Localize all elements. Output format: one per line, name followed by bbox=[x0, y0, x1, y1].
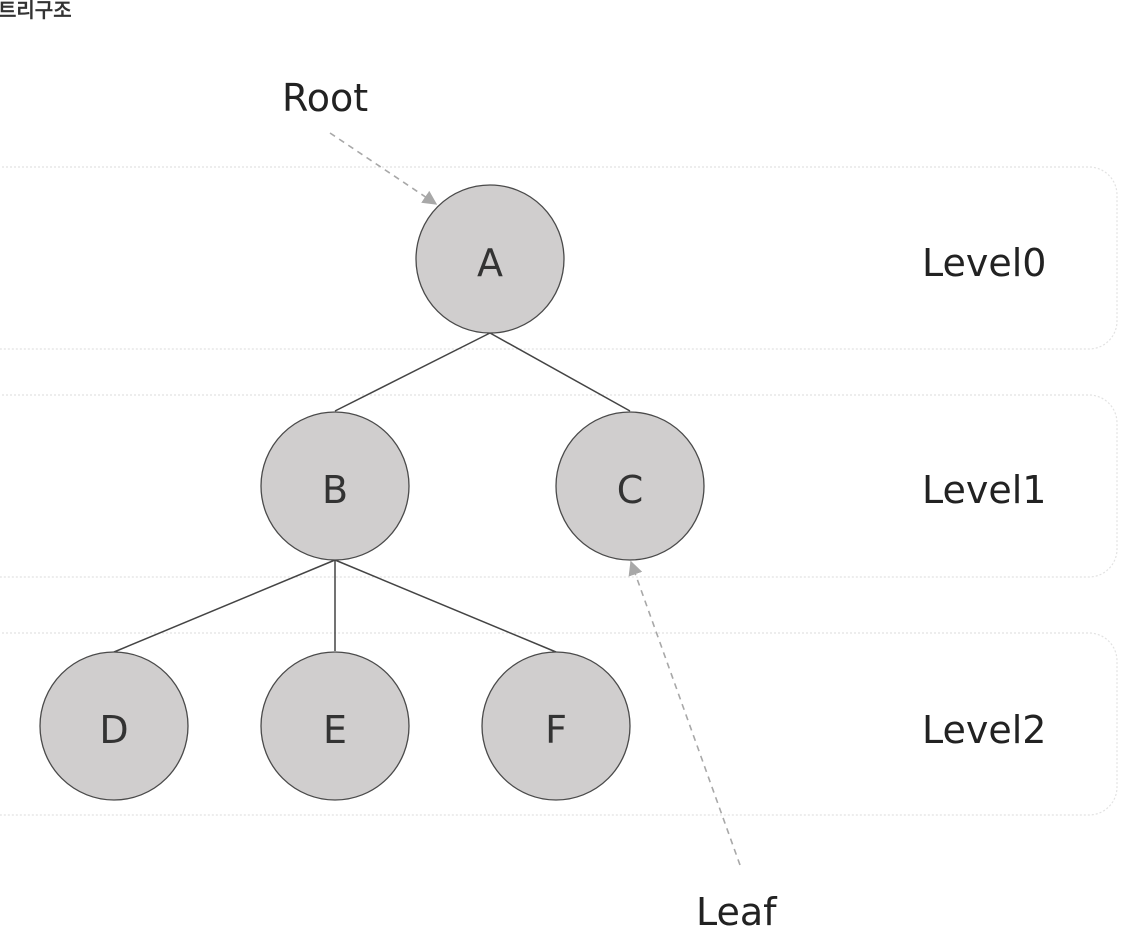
node-d: D bbox=[39, 651, 189, 801]
node-d-circle bbox=[39, 651, 189, 801]
node-a-circle bbox=[415, 184, 565, 334]
edge-b-f bbox=[334, 559, 557, 653]
node-a-label: A bbox=[477, 241, 503, 285]
node-e: E bbox=[260, 651, 410, 801]
level-label-0: Level0 bbox=[922, 241, 1046, 285]
node-c: C bbox=[555, 411, 705, 561]
level-label-1: Level1 bbox=[922, 468, 1046, 512]
node-c-circle bbox=[555, 411, 705, 561]
node-b: B bbox=[260, 411, 410, 561]
edge-a-b bbox=[334, 332, 491, 412]
node-f: F bbox=[481, 651, 631, 801]
node-c-label: C bbox=[617, 468, 644, 512]
root-label: Root bbox=[282, 76, 368, 120]
node-b-circle bbox=[260, 411, 410, 561]
leaf-pointer-arrow bbox=[628, 560, 741, 866]
node-f-label: F bbox=[545, 708, 567, 752]
edge-a-c bbox=[489, 332, 631, 412]
node-e-label: E bbox=[323, 708, 347, 752]
leaf-label: Leaf bbox=[696, 890, 778, 934]
node-d-label: D bbox=[99, 708, 128, 752]
diagram-title: 트리구조 bbox=[0, 0, 72, 22]
level-label-2: Level2 bbox=[922, 708, 1046, 752]
node-b-label: B bbox=[322, 468, 348, 512]
edge-b-d bbox=[113, 559, 336, 653]
node-a: A bbox=[415, 184, 565, 334]
node-e-circle bbox=[260, 651, 410, 801]
node-f-circle bbox=[481, 651, 631, 801]
